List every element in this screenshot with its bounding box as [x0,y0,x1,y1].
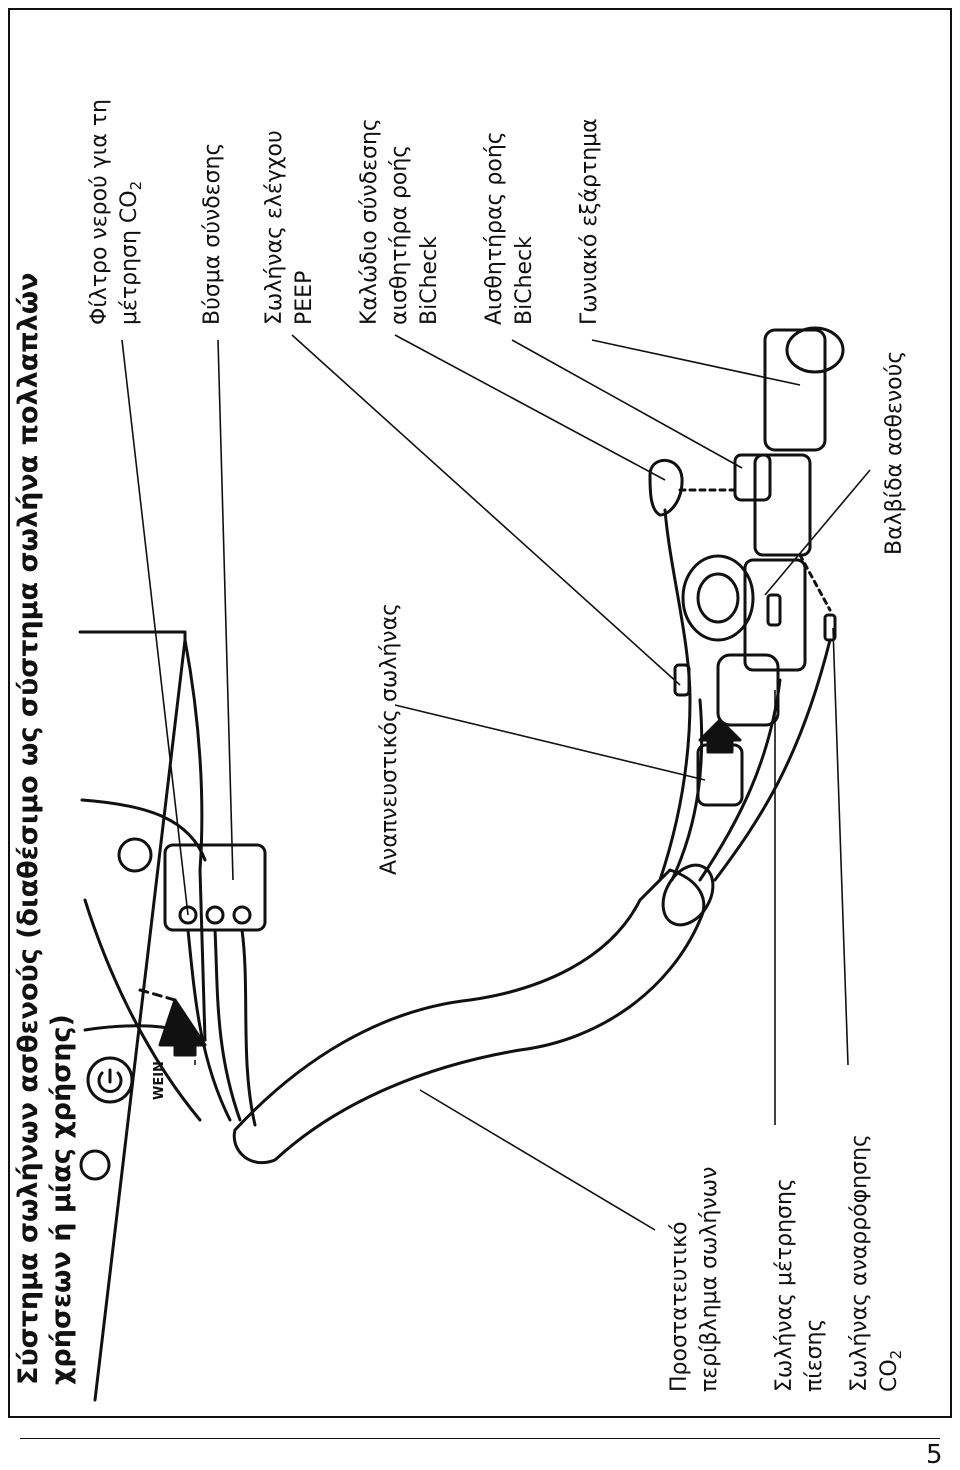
brand-label: WEIN [152,1061,167,1100]
patient-valve-assembly [681,326,845,807]
tubes [83,508,832,1127]
label-protective-sleeve: Προστατευτικό περίβλημα σωλήνων [667,1166,722,1392]
label-pressure-tube: Σωλήνας μέτρησης πίεσης [772,1178,827,1392]
power-button-icon [86,1056,134,1104]
label-peep-tube: Σωλήνας ελέγχου PEEP [262,130,317,325]
label-breathing-tube: Αναπνευστικός σωλήνας [377,603,402,875]
title-line-1: Σύστημα σωλήνων ασθενούς (διαθέσιμο ως σ… [13,272,44,1385]
label-water-filter: Φίλτρο νερού για τη μέτρηση CO2 [87,99,145,325]
title-line-2: χρήσεων ή μίας χρήσης) [46,1014,77,1385]
label-angle-piece: Γωνιακό εξάρτημα [577,118,602,325]
ventilator-device [78,630,207,1402]
label-suction-tube: Σωλήνας αναρρόφησης CO2 [847,1134,905,1392]
label-bicheck-cable: Καλώδιο σύνδεσης αισθητήρα ροής BiCheck [357,118,442,325]
protective-sleeve [232,868,706,1165]
label-patient-valve: Βαλβίδα ασθενούς [882,350,907,555]
label-bicheck-sensor: Αισθητήρας ροής BiCheck [482,131,537,325]
page-number: 5 [926,1440,943,1470]
footer-rule [20,1438,940,1439]
label-connector-plug: Βύσμα σύνδεσης [200,142,225,325]
page-frame [8,8,952,1418]
connector-plug [163,843,267,932]
diagram-title: Σύστημα σωλήνων ασθενούς (διαθέσιμο ως σ… [12,272,78,1385]
leader-lines [121,334,871,1231]
insert-arrow-icon [698,718,742,754]
